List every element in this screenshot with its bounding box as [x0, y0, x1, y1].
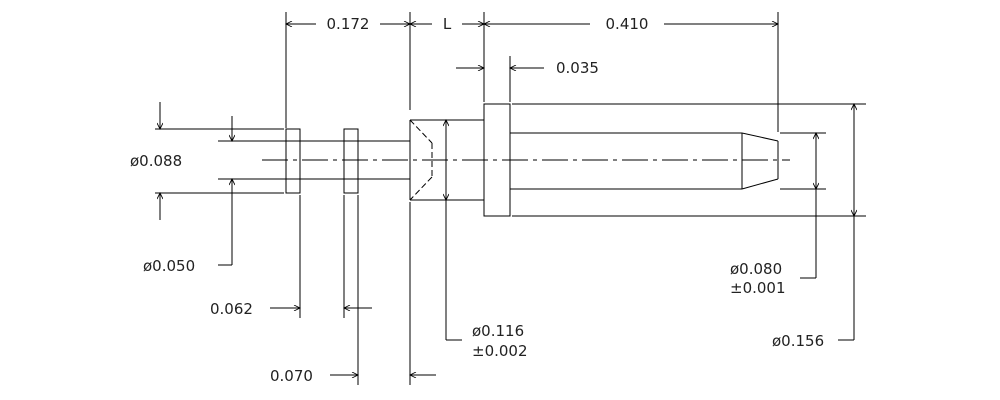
left-dimensions	[155, 102, 462, 385]
hidden-cup-lines	[409, 119, 433, 201]
dim-label-0-070: 0.070	[270, 367, 313, 385]
dim-label-dia-0-080: ø0.080	[730, 260, 782, 278]
part-outline	[218, 103, 779, 217]
top-dimensions	[286, 12, 778, 132]
dim-tolerance-0-116: ±0.002	[472, 342, 528, 360]
dim-label-0-035: 0.035	[556, 59, 599, 77]
dim-label-0-172: 0.172	[327, 15, 370, 33]
dim-tolerance-0-080: ±0.001	[730, 279, 786, 297]
dim-label-dia-0-050: ø0.050	[143, 257, 195, 275]
dim-label-dia-0-116: ø0.116	[472, 322, 524, 340]
right-dimensions	[512, 104, 866, 341]
dim-label-l: L	[443, 15, 452, 33]
dim-label-0-062: 0.062	[210, 300, 253, 318]
dim-label-dia-0-088: ø0.088	[130, 152, 182, 170]
dim-label-dia-0-156: ø0.156	[772, 332, 824, 350]
dim-label-0-410: 0.410	[606, 15, 649, 33]
